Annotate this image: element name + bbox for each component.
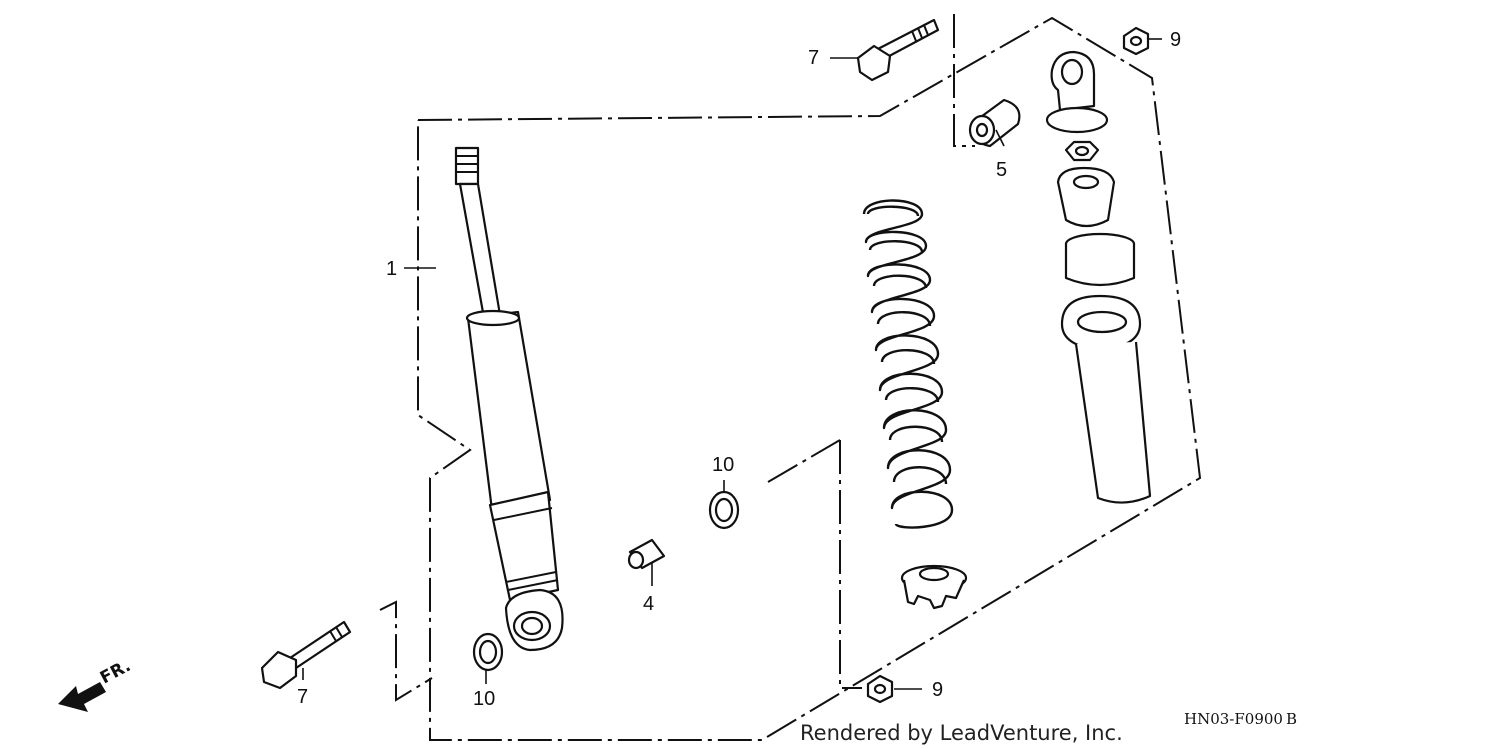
front-label: FR. bbox=[97, 656, 134, 688]
front-direction-indicator: FR. bbox=[58, 656, 134, 712]
callout-10-bottom: 10 bbox=[473, 688, 495, 710]
lock-nut[interactable] bbox=[1064, 140, 1100, 162]
nut-bottom[interactable] bbox=[866, 674, 894, 704]
diagram-code-main: HN03-F0900 bbox=[1184, 710, 1283, 728]
render-credit: Rendered by LeadVenture, Inc. bbox=[800, 721, 1123, 745]
callout-5: 5 bbox=[996, 159, 1007, 181]
bushing[interactable] bbox=[968, 98, 1021, 148]
nut-top[interactable] bbox=[1122, 26, 1150, 56]
diagram-code-suffix: B bbox=[1286, 710, 1297, 728]
assembly-boundary bbox=[379, 14, 1202, 741]
callout-1: 1 bbox=[386, 258, 397, 280]
spacer-collar[interactable] bbox=[627, 538, 666, 570]
callout-labels: 1 4 5 7 7 9 9 10 10 bbox=[297, 29, 1181, 710]
callout-10-mid: 10 bbox=[712, 454, 734, 476]
shock-absorber[interactable] bbox=[454, 146, 564, 652]
spring-guide[interactable] bbox=[1064, 232, 1136, 287]
dust-seal-bottom[interactable] bbox=[472, 632, 504, 672]
callout-4: 4 bbox=[643, 593, 654, 615]
spring-lower-seat[interactable] bbox=[900, 564, 968, 610]
dust-seal-mid[interactable] bbox=[708, 490, 740, 530]
callout-9-top: 9 bbox=[1170, 29, 1181, 51]
front-arrow-icon bbox=[58, 682, 106, 712]
bolt-bottom[interactable] bbox=[260, 620, 352, 690]
bolt-top[interactable] bbox=[856, 18, 940, 82]
dust-boot[interactable] bbox=[1060, 294, 1152, 504]
callout-7-top: 7 bbox=[808, 47, 819, 69]
callout-9-bottom: 9 bbox=[932, 679, 943, 701]
leader-lines bbox=[302, 38, 1162, 690]
bump-rubber[interactable] bbox=[1056, 166, 1116, 228]
coil-spring[interactable] bbox=[862, 199, 954, 529]
callout-7-bottom: 7 bbox=[297, 686, 308, 708]
upper-mount[interactable] bbox=[1045, 50, 1109, 134]
